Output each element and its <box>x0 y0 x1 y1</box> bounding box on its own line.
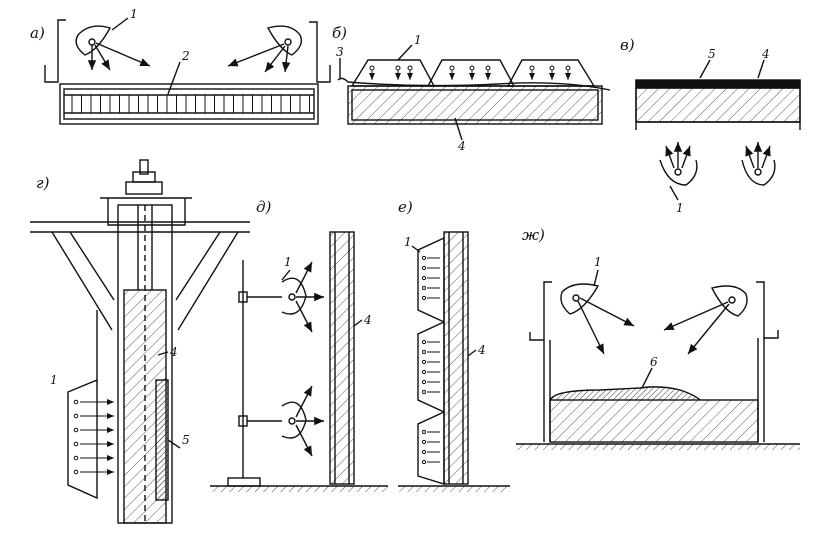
label-zh-6: 6 <box>650 355 658 369</box>
panel-zh <box>516 269 800 450</box>
heater-icon <box>227 25 303 73</box>
panel-g-letter: г) <box>36 174 50 192</box>
panel-a <box>44 17 331 125</box>
panel-e <box>398 231 510 492</box>
heater-icon <box>663 285 748 355</box>
panel-b <box>337 44 611 141</box>
heater-icon <box>659 142 698 186</box>
heater-icon <box>560 283 635 355</box>
heater-icon <box>741 142 776 186</box>
panel-a-cells <box>64 94 314 114</box>
label-v-5: 5 <box>708 47 716 61</box>
label-b-3: 3 <box>336 45 344 59</box>
panel-v-letter: в) <box>620 36 635 54</box>
label-g-4: 4 <box>169 345 178 359</box>
panel-zh-letter: ж) <box>522 226 545 244</box>
label-v-1: 1 <box>676 201 684 215</box>
panel-d-letter: д) <box>256 198 272 216</box>
labels: а) б) в) г) д) е) ж) 1 2 3 1 4 5 4 1 4 1… <box>30 7 770 447</box>
label-b-4: 4 <box>457 139 466 153</box>
label-d-4: 4 <box>363 313 372 327</box>
panel-e-letter: е) <box>398 198 413 216</box>
panel-v <box>635 59 801 201</box>
panel-g <box>30 159 250 524</box>
heater-icon <box>75 25 151 71</box>
label-g-1: 1 <box>50 373 58 387</box>
heater-icon <box>281 385 324 457</box>
hood-icon <box>426 59 516 87</box>
heater-icon <box>281 261 324 333</box>
heater-panel-icon <box>67 310 114 500</box>
panel-a-letter: а) <box>30 24 45 42</box>
label-b-1: 1 <box>414 33 422 47</box>
label-e-4: 4 <box>477 343 486 357</box>
label-d-1: 1 <box>284 255 292 269</box>
label-zh-1: 1 <box>594 255 602 269</box>
label-g-5: 5 <box>182 433 190 447</box>
label-e-1: 1 <box>404 235 412 249</box>
label-a-1: 1 <box>130 7 138 21</box>
panel-b-letter: б) <box>332 24 347 42</box>
label-v-4: 4 <box>761 47 770 61</box>
label-a-2: 2 <box>181 49 190 63</box>
hood-icon <box>506 59 596 87</box>
hood-icon <box>350 59 436 87</box>
panel-d <box>210 231 388 492</box>
